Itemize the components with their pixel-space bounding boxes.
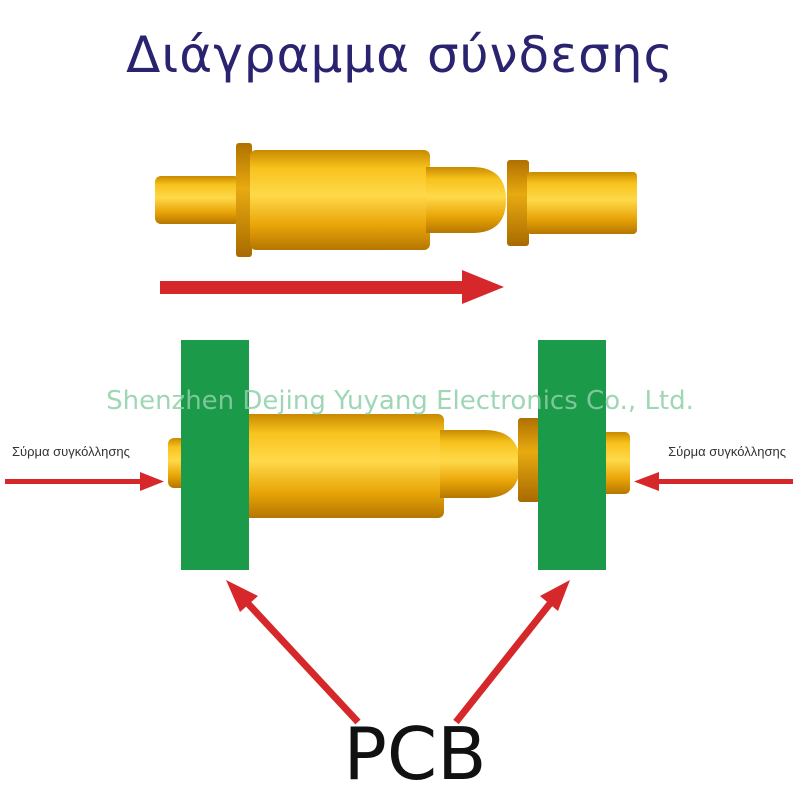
company-watermark: Shenzhen Dejing Yuyang Electronics Co., … [106,386,694,416]
page-title: Διάγραμμα σύνδεσης [126,26,674,84]
pcb-label: PCB [343,712,487,796]
assembled-pin-plunger-tip [484,430,520,498]
solder-wire-arrow-right [634,472,793,491]
pin-plunger-tip [472,167,506,233]
assembled-receptacle-tail [600,432,630,494]
pcb-board-left [181,340,249,570]
pcb-arrow-right [453,580,570,725]
pcb-board-right [538,340,606,570]
solder-wire-arrow-left [5,472,164,491]
receptacle-body [527,172,637,234]
pogo-pin-separated [155,143,506,257]
solder-wire-label-left: Σύρμα συγκόλλησης [12,444,130,459]
receptacle-flange [507,160,529,246]
pin-flange [236,143,252,257]
pogo-pin-assembled [168,414,630,518]
assembled-receptacle-flange [518,418,540,502]
solder-wire-label-right: Σύρμα συγκόλλησης [668,444,786,459]
insertion-arrow [160,270,504,304]
receptacle-separated [507,160,637,246]
pin-plunger [426,167,474,233]
assembled-pin-barrel [244,414,444,518]
pin-barrel [250,150,430,250]
pcb-arrow-left [226,580,361,725]
assembled-pin-plunger [440,430,486,498]
pin-tail [155,176,240,224]
